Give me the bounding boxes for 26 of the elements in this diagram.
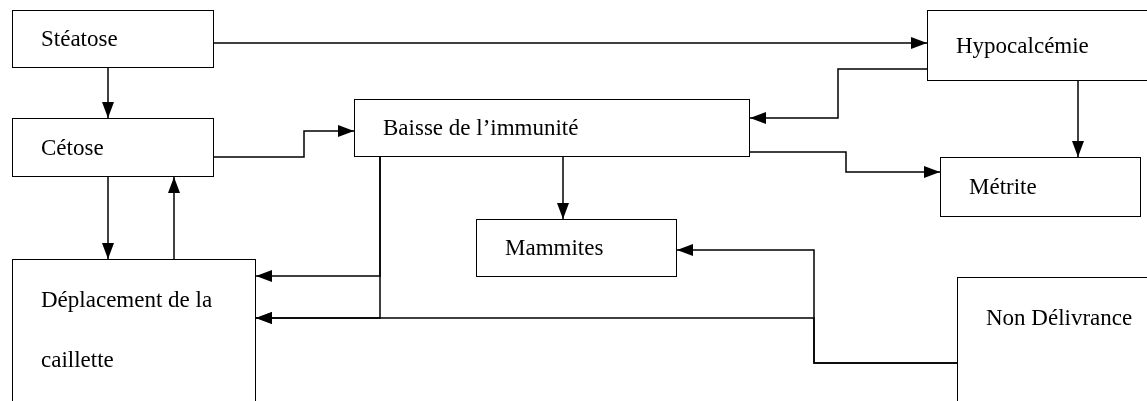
process-box [12,10,214,68]
arrow [557,156,569,220]
box-label: Baisse de l’immunité [383,114,580,142]
box-label: Mammites [505,234,605,262]
process-box [476,219,677,277]
box-label: Hypocalcémie [956,31,1090,60]
box-label: Métrite [969,173,1038,201]
process-box [957,277,1147,401]
process-box [940,157,1141,217]
box-label: Déplacement de la caillette [41,286,214,374]
process-box [354,99,750,157]
arrow [255,312,958,364]
process-box [12,118,214,177]
box-label: Non Délivrance [986,304,1134,332]
arrow [749,151,941,178]
process-box [927,10,1147,81]
box-label: Stéatose [41,25,119,53]
arrow [102,67,114,119]
arrow [213,37,928,49]
arrow [102,176,114,260]
process-box [12,259,256,401]
box-label: Cétose [41,133,105,162]
arrow [749,68,928,124]
arrow [1072,80,1084,158]
arrow [213,125,355,158]
arrow [168,176,180,260]
